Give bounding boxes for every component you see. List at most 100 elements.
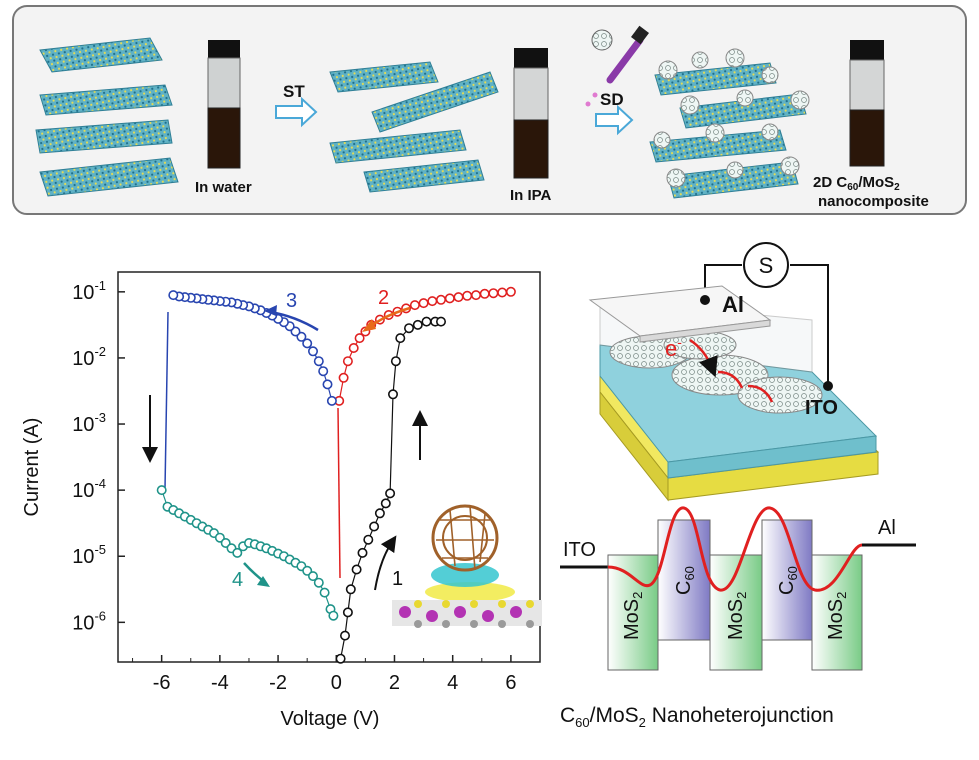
source-label: S <box>759 253 774 278</box>
data-point-1 <box>335 653 346 664</box>
sweep-label-3: 3 <box>286 290 297 312</box>
vial-glass <box>513 67 549 121</box>
c60-ball <box>726 161 744 179</box>
vial-cap <box>850 40 884 60</box>
data-point-1 <box>380 498 391 509</box>
c60-ball <box>666 168 686 188</box>
ito-contact-dot <box>823 381 833 391</box>
c60-ball <box>736 89 754 107</box>
mo-atom <box>510 606 522 618</box>
sheet <box>363 159 485 193</box>
sheet <box>329 129 467 164</box>
sweep1-arrow <box>374 535 397 591</box>
electron-arrow-3 <box>747 384 774 403</box>
c60-ball <box>725 48 745 68</box>
data-point-3 <box>318 366 329 377</box>
data-point-2 <box>435 294 446 305</box>
band-al-label: Al <box>878 517 896 539</box>
s-atom <box>442 620 450 628</box>
energy-curve <box>607 506 863 592</box>
data-point-2 <box>470 290 481 301</box>
sheet <box>35 119 173 154</box>
c60-label: C60 <box>673 566 697 595</box>
c60-ball <box>658 60 678 80</box>
data-point-2 <box>479 288 490 299</box>
mos2-lattice <box>392 600 542 628</box>
data-point-1 <box>374 508 385 519</box>
sweep2-jump-line <box>337 407 341 579</box>
vial-composite <box>849 40 885 167</box>
c60-cage-inner <box>442 515 488 561</box>
data-point-1 <box>351 564 362 575</box>
data-point-4 <box>307 571 318 582</box>
data-point-2 <box>488 288 499 299</box>
c60-ball <box>653 131 671 149</box>
data-point-1 <box>339 630 350 641</box>
al-label: Al <box>722 292 744 317</box>
s-atom <box>442 600 450 608</box>
ito-label: ITO <box>805 397 838 419</box>
wire-right <box>790 264 829 384</box>
sheet <box>667 161 799 199</box>
ito-front <box>667 435 877 479</box>
c60-cage <box>431 504 499 572</box>
active-film-c60-mos2 <box>609 330 823 414</box>
sheet <box>39 84 173 116</box>
y-tick-label: 10-6 <box>72 608 106 634</box>
data-point-1 <box>385 488 396 499</box>
sweep2-arrowhead <box>362 319 376 332</box>
mos2-rect <box>811 554 863 671</box>
label-in-water: In water <box>195 179 252 196</box>
data-point-3 <box>168 290 179 301</box>
plot-frame <box>117 271 541 663</box>
c60-molecule-icon <box>591 29 613 51</box>
data-point-1 <box>395 333 406 344</box>
sheet <box>329 61 439 93</box>
x-tick-label: -6 <box>153 672 171 694</box>
sheet <box>39 157 179 197</box>
sweep-label-1: 1 <box>392 568 403 590</box>
data-point-2 <box>427 296 438 307</box>
vial-liquid <box>849 109 885 167</box>
s-atom <box>470 620 478 628</box>
mos2-block-3: MoS2 <box>811 554 863 671</box>
vial-liquid <box>207 107 241 169</box>
s-atom <box>526 620 534 628</box>
data-point-4 <box>313 577 324 588</box>
mos2-sheets-stack-2 <box>329 61 499 193</box>
mo-atom <box>399 606 411 618</box>
sheet <box>39 37 163 73</box>
series-line-2 <box>338 291 511 402</box>
electron-arrow-2 <box>717 370 744 389</box>
y-tick-label: 10-5 <box>72 542 106 568</box>
al-electrode-edge <box>639 319 771 343</box>
mos2-label: MoS2 <box>825 592 849 640</box>
s-atom <box>414 600 422 608</box>
vial-cap <box>514 48 548 68</box>
data-point-2 <box>453 292 464 303</box>
pipette-bulb <box>630 25 650 45</box>
c60-ball <box>691 51 709 69</box>
band-diagram: ITO Al MoS2 C60 MoS2 C60 MoS2 C60/MoS2 N… <box>560 506 916 730</box>
data-point-1 <box>357 547 368 558</box>
data-point-4 <box>156 485 167 496</box>
y-tick-label: 10-1 <box>72 278 106 304</box>
c60-ball <box>761 66 779 84</box>
drop <box>592 92 598 98</box>
x-tick-label: 6 <box>505 672 516 694</box>
vial-ipa <box>513 48 549 179</box>
data-point-2 <box>462 290 473 301</box>
vial-water <box>207 40 241 169</box>
c60-ball <box>761 123 779 141</box>
band-ito-label: ITO <box>563 539 596 561</box>
data-point-3 <box>302 338 313 349</box>
inset-c60-on-mos2-structure <box>392 504 542 628</box>
process-arrow-2 <box>595 104 634 136</box>
data-point-1 <box>412 319 423 330</box>
mo-atom <box>426 610 438 622</box>
c60-ball <box>790 90 810 110</box>
c60-ball <box>780 156 800 176</box>
data-point-2 <box>444 293 455 304</box>
